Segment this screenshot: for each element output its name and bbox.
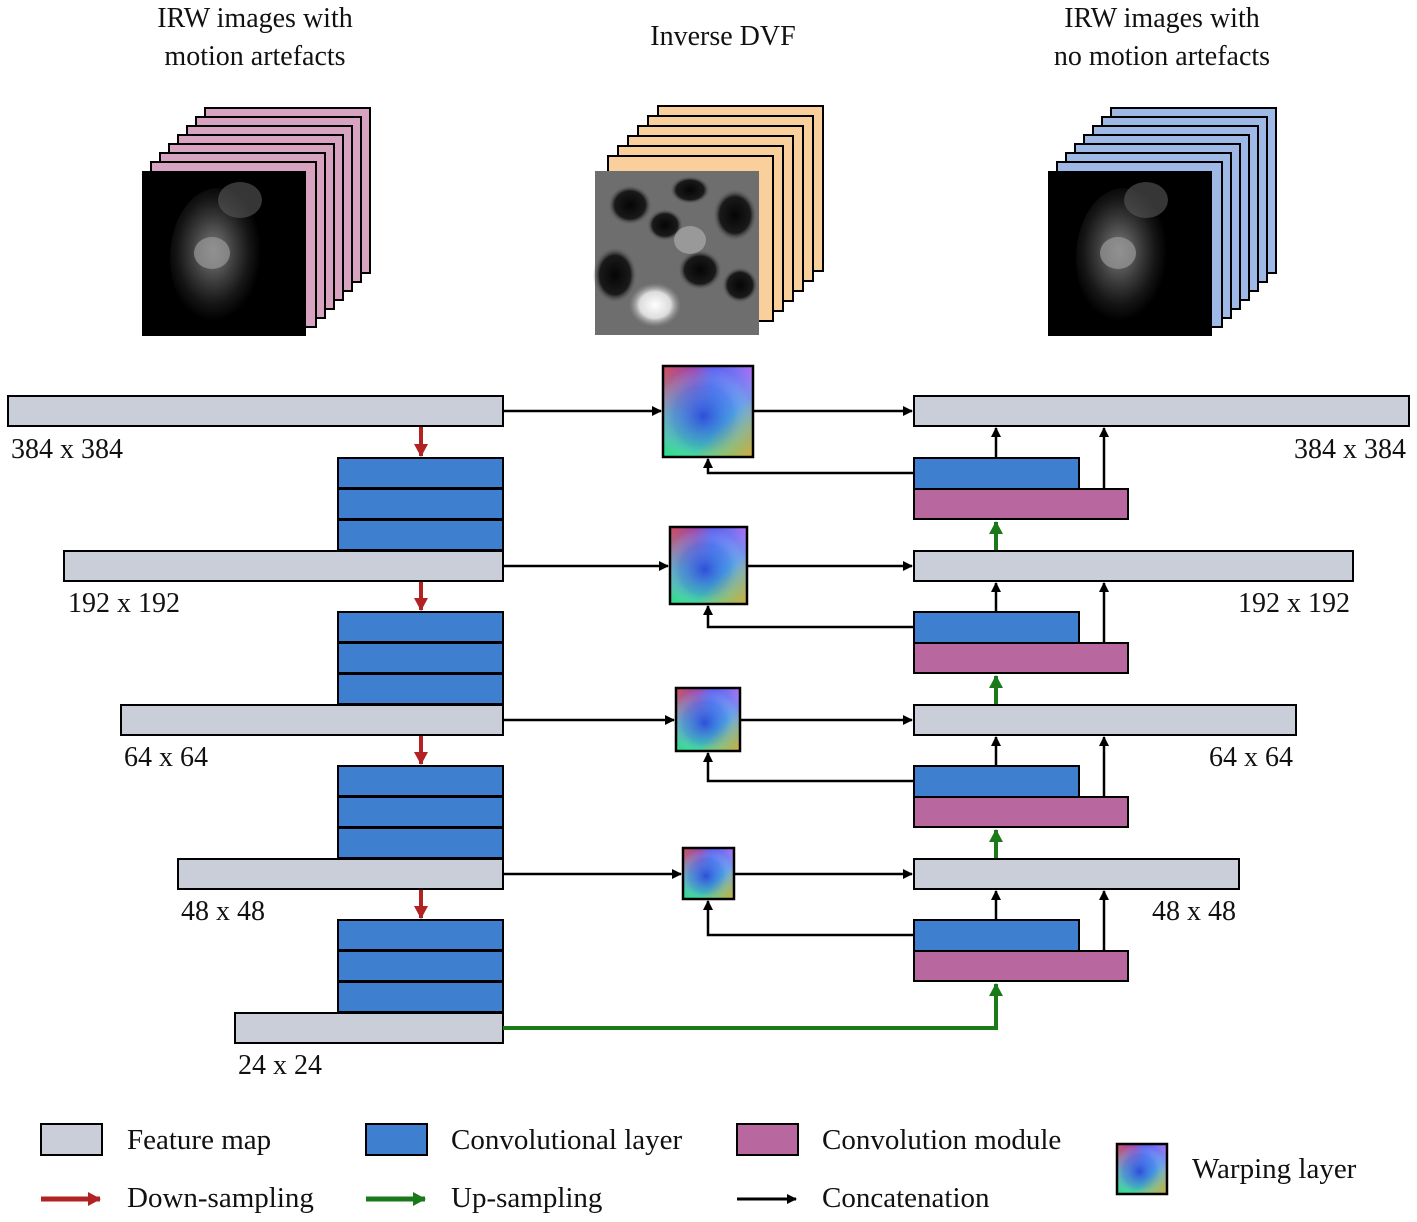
- output-header-line1: IRW images with: [1064, 3, 1260, 34]
- legend-feature-map-label: Feature map: [127, 1124, 272, 1156]
- encoder-size-label: 48 x 48: [181, 896, 265, 927]
- legend-feature-map-swatch: [40, 1123, 103, 1156]
- decoder: [913, 395, 1410, 982]
- legend-concatenation-label: Concatenation: [822, 1182, 990, 1214]
- warping-layers: [661, 364, 755, 901]
- decoder-conv-module: [913, 796, 1129, 828]
- decoder-feature-map-192: [913, 550, 1354, 582]
- legend-warping-layer-label: Warping layer: [1192, 1153, 1357, 1185]
- input-header-line1: IRW images with: [157, 3, 353, 34]
- encoder-conv-layer: [337, 827, 504, 859]
- encoder-conv-layer: [337, 457, 504, 489]
- encoder-feature-map-192: [63, 550, 504, 582]
- decoder-size-label: 64 x 64: [1209, 742, 1293, 773]
- output-image-stack: [1048, 107, 1277, 336]
- legend-warping-layer-swatch: [1117, 1144, 1167, 1194]
- decoder-conv-module: [913, 488, 1129, 520]
- legend-conv-module-swatch: [736, 1123, 799, 1156]
- encoder-feature-map-48: [177, 858, 504, 890]
- warping-layer-192: [670, 527, 747, 604]
- decoder-conv-module: [913, 642, 1129, 674]
- decoder-feature-map-64: [913, 704, 1297, 736]
- legend-conv-module-label: Convolution module: [822, 1124, 1062, 1156]
- encoder: [7, 395, 504, 1044]
- encoder-size-label: 24 x 24: [238, 1050, 322, 1081]
- decoder-size-label: 384 x 384: [1294, 434, 1406, 465]
- encoder-conv-layer: [337, 488, 504, 520]
- warping-layer-384: [663, 366, 753, 457]
- decoder-size-label: 48 x 48: [1152, 896, 1236, 927]
- legend-conv-layer-label: Convolutional layer: [451, 1124, 683, 1156]
- decoder-conv-layer: [913, 611, 1080, 644]
- encoder-conv-layer: [337, 796, 504, 828]
- encoder-conv-layer: [337, 519, 504, 551]
- inverse-dvf-stack: [593, 105, 824, 335]
- legend-conv-layer-swatch: [365, 1123, 428, 1156]
- up-sampling-arrows: [503, 521, 1003, 1030]
- legend-up-sampling-label: Up-sampling: [451, 1182, 603, 1214]
- encoder-feature-map-64: [120, 704, 504, 736]
- output-header: IRW images with no motion artefacts: [1012, 0, 1312, 76]
- encoder-conv-layer: [337, 950, 504, 982]
- encoder-conv-layer: [337, 981, 504, 1013]
- warping-layer-64: [676, 688, 740, 751]
- decoder-conv-layer: [913, 919, 1080, 952]
- decoder-conv-layer: [913, 457, 1080, 490]
- encoder-conv-layer: [337, 673, 504, 705]
- input-header: IRW images with motion artefacts: [115, 0, 395, 76]
- legend-down-sampling-label: Down-sampling: [127, 1182, 314, 1214]
- encoder-conv-layer: [337, 765, 504, 797]
- input-header-line2: motion artefacts: [164, 41, 346, 72]
- dvf-header-label: Inverse DVF: [650, 21, 796, 52]
- encoder-conv-layer: [337, 919, 504, 951]
- warping-layer-48: [683, 848, 734, 899]
- concatenation-arrows: [503, 406, 1109, 951]
- encoder-conv-layer: [337, 611, 504, 643]
- decoder-conv-module: [913, 950, 1129, 982]
- dvf-header: Inverse DVF: [573, 18, 873, 56]
- decoder-feature-map-48: [913, 858, 1240, 890]
- input-image-stack: [142, 107, 371, 336]
- decoder-conv-layer: [913, 765, 1080, 798]
- encoder-size-label: 384 x 384: [11, 434, 123, 465]
- encoder-size-label: 192 x 192: [68, 588, 180, 619]
- decoder-size-label: 192 x 192: [1238, 588, 1350, 619]
- encoder-feature-map-384: [7, 395, 504, 427]
- encoder-feature-map-24: [234, 1012, 504, 1044]
- encoder-size-label: 64 x 64: [124, 742, 208, 773]
- decoder-feature-map-384: [913, 395, 1410, 427]
- encoder-conv-layer: [337, 642, 504, 674]
- output-header-line2: no motion artefacts: [1053, 41, 1271, 72]
- legend-symbols: [40, 1123, 1169, 1206]
